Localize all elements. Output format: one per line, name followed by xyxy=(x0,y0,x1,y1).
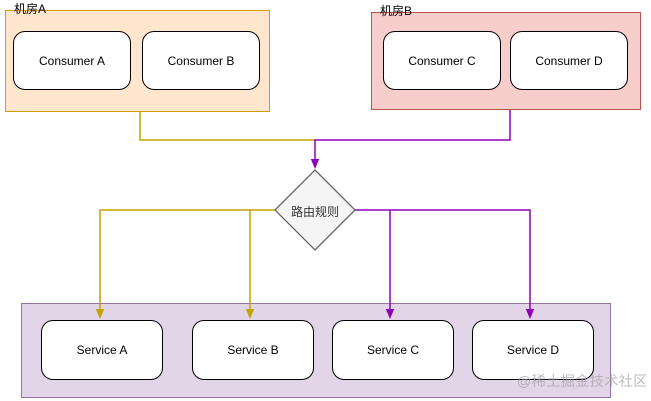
node-consumer-c-label: Consumer C xyxy=(408,53,476,68)
node-service-c: Service C xyxy=(332,320,454,380)
node-consumer-a: Consumer A xyxy=(13,31,131,90)
edge-router-to-service-d xyxy=(355,209,531,311)
zone-b-label: 机房B xyxy=(380,4,413,18)
node-consumer-b: Consumer B xyxy=(142,31,260,90)
watermark: @稀土掘金技术社区 xyxy=(517,373,648,389)
node-consumer-b-label: Consumer B xyxy=(167,53,235,68)
edge-zone-a-to-router xyxy=(139,112,316,141)
node-service-b-label: Service B xyxy=(227,343,279,357)
zone-a-label: 机房A xyxy=(14,2,47,16)
arrowhead-router-top xyxy=(310,159,320,169)
zone-datacenter-b: 机房B Consumer C Consumer D xyxy=(371,4,641,110)
router-node-label: 路由规则 xyxy=(290,205,339,219)
node-consumer-c: Consumer C xyxy=(383,31,501,90)
zone-services: Service A Service B Service C Service D xyxy=(21,303,611,398)
node-consumer-d-label: Consumer D xyxy=(535,53,603,68)
node-service-a-label: Service A xyxy=(76,343,128,357)
edge-router-to-service-a xyxy=(99,209,275,311)
node-service-a: Service A xyxy=(41,320,163,380)
zone-datacenter-a: 机房A Consumer A Consumer B xyxy=(5,2,270,112)
node-service-b: Service B xyxy=(192,320,314,380)
node-consumer-d: Consumer D xyxy=(510,31,628,90)
arrowheads-zone-b xyxy=(310,159,535,319)
node-consumer-a-label: Consumer A xyxy=(38,53,106,68)
node-service-c-label: Service C xyxy=(366,343,419,357)
edge-zone-b-to-router xyxy=(314,110,511,160)
node-service-d-label: Service D xyxy=(506,343,559,357)
node-service-d: Service D xyxy=(472,320,594,380)
